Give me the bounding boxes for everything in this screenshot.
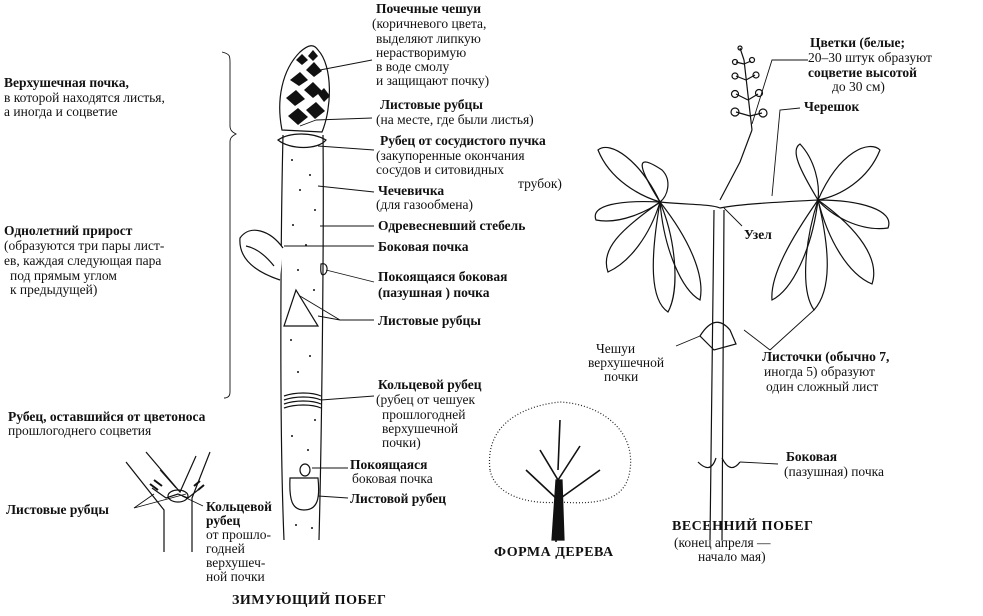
lower-leaf-scar-drawing: [289, 477, 320, 511]
dormant-lateral-text: (пазушная ) почка: [378, 285, 490, 300]
leader-lines: [133, 51, 815, 509]
lateral-bud-label: Боковая почка: [378, 239, 469, 254]
bud-scales-text: в воде смолу: [376, 59, 450, 74]
bundle-scar-text: трубок): [518, 176, 562, 191]
spring-shoot-date: (конец апреля —: [674, 535, 771, 550]
winter-stem-outline: [280, 134, 324, 541]
tree-form-caption: ФОРМА ДЕРЕВА: [494, 545, 614, 560]
lateral-axillary-title: Боковая: [786, 449, 838, 464]
annual-growth-title: Однолетний прирост: [4, 223, 133, 238]
annual-growth-text: под прямым углом: [10, 268, 117, 283]
leaflets-text: один сложный лист: [766, 379, 879, 394]
dormant-lower-text: боковая почка: [352, 471, 433, 486]
peduncle-scar-title: Рубец, оставшийся от цветоноса: [8, 409, 206, 424]
flowers-text: до 30 см): [832, 79, 885, 94]
ring-scar-small-text: ной почки: [206, 569, 265, 584]
bundle-scar-title: Рубец от сосудистого пучка: [380, 133, 546, 148]
lenticel-dots: [290, 159, 316, 529]
lateral-bud-drawing: [239, 229, 284, 281]
bundle-scar-text: (закупоренные окончания: [376, 148, 525, 163]
ring-scar-small-title: рубец: [206, 513, 241, 528]
dormant-lateral-title: Покоящаяся боковая: [378, 269, 508, 284]
bud-scales-text: нерастворимую: [376, 45, 467, 60]
branch-junction-drawing: [125, 451, 211, 552]
leaf-scar-lower-label: Листовой рубец: [350, 491, 447, 506]
petiole-label: Черешок: [804, 99, 860, 114]
ring-scar-text: (рубец от чешуек: [376, 392, 476, 407]
lenticel-title: Чечевичка: [378, 183, 445, 198]
ring-scar-small-text: от прошло-: [206, 527, 271, 542]
leaflets-title: Листочки (обычно 7,: [762, 349, 890, 364]
terminal-scales-label: Чешуи: [596, 341, 636, 356]
woody-stem-label: Одревесневший стебель: [378, 218, 526, 233]
lateral-axillary-text: (пазушная) почка: [784, 464, 884, 479]
leaf-scars-top-title: Листовые рубцы: [380, 97, 483, 112]
terminal-bud-text: в которой находятся листья,: [4, 90, 165, 105]
bud-scales-text: и защищают почку): [376, 73, 490, 88]
ring-scar-small-text: годней: [206, 541, 245, 556]
terminal-scales-label: почки: [604, 369, 639, 384]
ring-scar-text: верхушечной: [382, 421, 459, 436]
node-label: Узел: [744, 227, 772, 242]
spring-shoot-drawing: [659, 129, 819, 541]
dormant-lower-title: Покоящаяся: [350, 457, 428, 472]
spring-shoot-date: начало мая): [698, 549, 766, 564]
ring-scar-text: прошлогодней: [382, 407, 466, 422]
left-compound-leaf-drawing: [594, 146, 702, 313]
ring-scar-drawing: [283, 392, 322, 409]
bundle-scar-text: сосудов и ситовидных: [376, 162, 504, 177]
bud-scales-text: выделяют липкую: [376, 31, 481, 46]
tree-silhouette-drawing: [488, 401, 632, 543]
bud-scales-title: Почечные чешуи: [376, 1, 482, 16]
flower-cluster-drawing: [730, 45, 768, 131]
peduncle-scar-text: прошлогоднего соцветия: [8, 423, 152, 438]
leaflets-text: иногда 5) образуют: [764, 364, 875, 379]
bud-scales-text: (коричневого цвета,: [372, 16, 487, 31]
ring-scar-title: Кольцевой рубец: [378, 377, 482, 392]
annual-growth-text: (образуются три пары лист-: [4, 238, 165, 253]
winter-shoot-caption: ЗИМУЮЩИЙ ПОБЕГ: [232, 593, 387, 608]
ring-scar-text: почки): [382, 435, 421, 450]
terminal-bud-text: а иногда и соцветие: [4, 104, 118, 119]
leaf-scars-top-text: (на месте, где были листья): [376, 112, 534, 127]
lenticel-text: (для газообмена): [376, 197, 473, 212]
winter-shoot-drawing: [239, 45, 330, 541]
flowers-text: соцветие высотой: [808, 65, 917, 80]
spring-shoot-caption: ВЕСЕННИЙ ПОБЕГ: [672, 519, 814, 534]
annual-growth-text: к предыдущей): [10, 282, 98, 297]
terminal-scales-label: верхушечной: [588, 355, 665, 370]
flowers-title: Цветки (белые;: [810, 35, 906, 50]
annual-growth-text: ев, каждая следующая пара: [4, 253, 162, 268]
leaf-scars-left-label: Листовые рубцы: [6, 502, 109, 517]
leaf-scars-mid-label: Листовые рубцы: [378, 313, 481, 328]
flowers-text: 20–30 штук образуют: [808, 50, 932, 65]
ring-scar-small-title: Кольцевой: [206, 499, 272, 514]
right-compound-leaf-drawing: [771, 143, 890, 311]
terminal-bud-title: Верхушечная почка,: [4, 75, 129, 90]
ring-scar-small-text: верхушеч-: [206, 555, 266, 570]
